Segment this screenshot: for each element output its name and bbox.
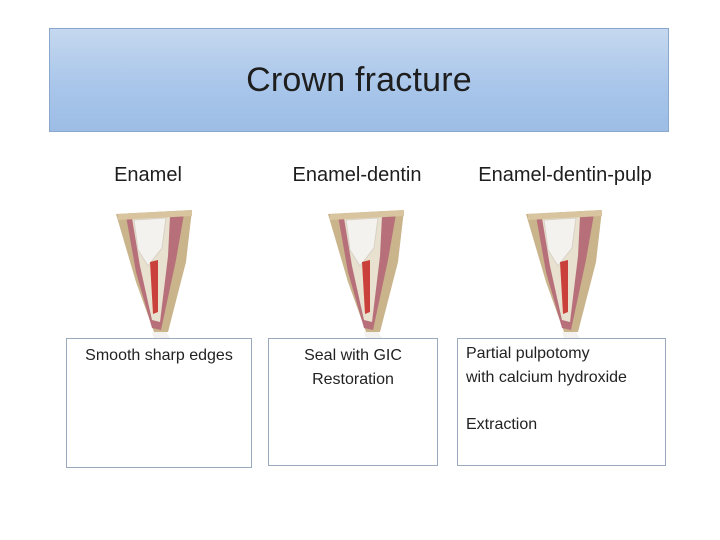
tooth-illustration-enamel-dentin-pulp [526, 210, 602, 338]
treatment-text-line-2: with calcium hydroxide [466, 369, 627, 386]
column-label-enamel-dentin: Enamel-dentin [292, 164, 422, 186]
treatment-text-line-2: Restoration [312, 371, 394, 388]
column-label-enamel: Enamel [114, 164, 182, 186]
treatment-extra-text: Extraction [466, 416, 538, 433]
tooth-icon [116, 210, 192, 338]
treatment-text-line-1: Seal with GIC [304, 347, 402, 364]
column-label-enamel-dentin-pulp: Enamel-dentin-pulp [478, 164, 652, 186]
treatment-text-line-1: Partial pulpotomy [466, 345, 590, 362]
tooth-illustration-enamel [116, 210, 192, 338]
treatment-box-enamel: Smooth sharp edges [66, 338, 252, 468]
tooth-icon [328, 210, 404, 338]
tooth-illustration-enamel-dentin [328, 210, 404, 338]
tooth-icon [526, 210, 602, 338]
treatment-text: Smooth sharp edges [85, 347, 233, 364]
treatment-box-enamel-dentin-pulp: Partial pulpotomy with calcium hydroxide… [457, 338, 666, 466]
treatment-box-enamel-dentin: Seal with GIC Restoration [268, 338, 438, 466]
title-banner: Crown fracture [49, 28, 669, 132]
page-title: Crown fracture [246, 60, 472, 99]
